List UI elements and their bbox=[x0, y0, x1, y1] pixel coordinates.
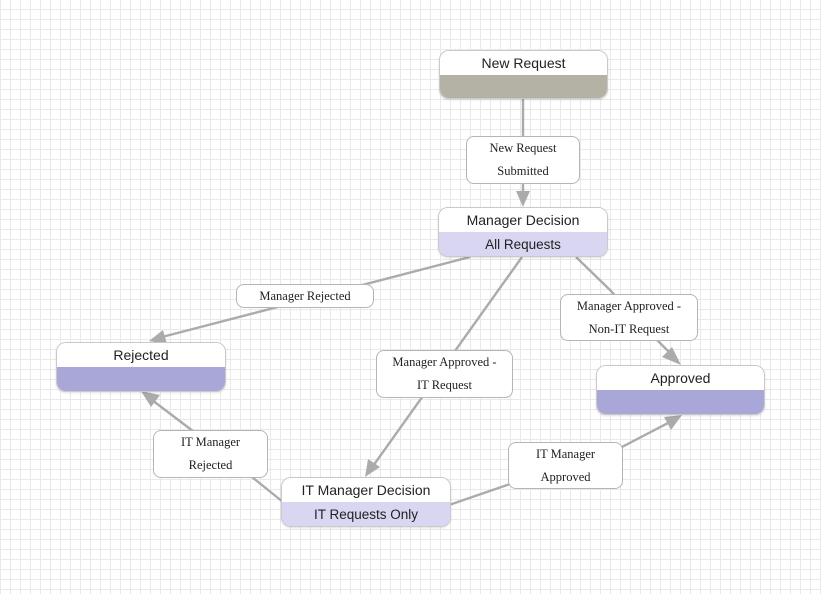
state-it-manager-decision[interactable]: IT Manager Decision IT Requests Only bbox=[281, 477, 451, 527]
state-manager-decision[interactable]: Manager Decision All Requests bbox=[438, 207, 608, 257]
state-approved-title: Approved bbox=[597, 366, 764, 390]
state-rejected-title: Rejected bbox=[57, 343, 225, 367]
transition-label-manager-rejected[interactable]: Manager Rejected bbox=[236, 284, 374, 308]
state-rejected-band bbox=[57, 367, 225, 391]
state-rejected[interactable]: Rejected bbox=[56, 342, 226, 392]
transition-label-manager-approved-non-it[interactable]: Manager Approved - Non-IT Request bbox=[560, 294, 698, 341]
arrowhead-rejected-from-it bbox=[141, 391, 160, 407]
state-it-manager-decision-title: IT Manager Decision bbox=[282, 478, 450, 502]
transition-label-line2: Approved bbox=[540, 469, 591, 484]
state-approved-band bbox=[597, 390, 764, 414]
arrowhead-manager-decision bbox=[516, 191, 530, 207]
transition-label-line1: New Request bbox=[489, 141, 557, 155]
state-manager-decision-title: Manager Decision bbox=[439, 208, 607, 232]
state-approved[interactable]: Approved bbox=[596, 365, 765, 415]
transition-label-line1: Manager Approved - bbox=[576, 298, 682, 313]
arrowhead-approved-from-manager bbox=[662, 347, 681, 365]
state-manager-decision-subtitle: All Requests bbox=[439, 232, 607, 256]
transition-label-line2: Non-IT Request bbox=[588, 321, 670, 336]
transition-label-it-manager-approved[interactable]: IT Manager Approved bbox=[508, 442, 623, 489]
transition-label-line2: IT Request bbox=[417, 378, 472, 392]
transition-label-line1: Manager Rejected bbox=[259, 288, 351, 303]
transition-label-manager-approved-it[interactable]: Manager Approved - IT Request bbox=[376, 350, 513, 398]
transition-label-line1: IT Manager bbox=[535, 446, 596, 461]
transition-label-line1: IT Manager bbox=[180, 435, 241, 449]
arrowhead-rejected-from-manager bbox=[149, 330, 167, 344]
state-it-manager-decision-subtitle: IT Requests Only bbox=[282, 502, 450, 526]
state-new-request-band bbox=[440, 75, 607, 98]
state-new-request[interactable]: New Request bbox=[439, 50, 608, 99]
transition-label-line2: Rejected bbox=[188, 458, 233, 472]
transition-label-new-request-submitted[interactable]: New Request Submitted bbox=[466, 136, 580, 184]
transition-label-line1: Manager Approved - bbox=[392, 355, 497, 369]
transition-label-line2: Submitted bbox=[497, 164, 549, 178]
state-new-request-title: New Request bbox=[440, 51, 607, 75]
transition-label-it-manager-rejected[interactable]: IT Manager Rejected bbox=[153, 430, 268, 478]
arrowhead-approved-from-it bbox=[664, 415, 682, 430]
arrowhead-it-manager-decision bbox=[365, 459, 380, 477]
